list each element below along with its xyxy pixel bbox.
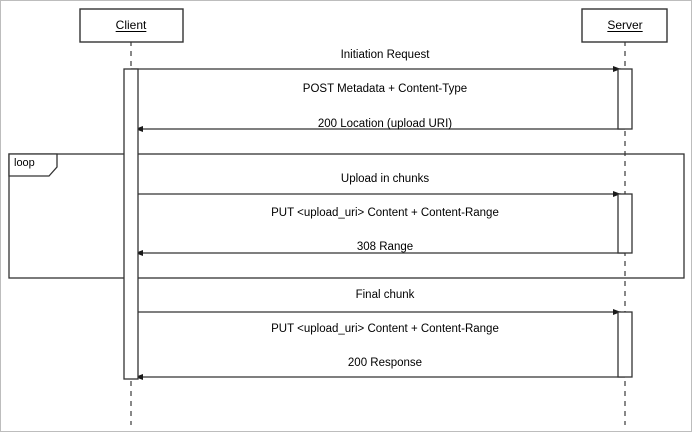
message-label-put-final: PUT <upload_uri> Content + Content-Range — [271, 323, 499, 335]
activation-bar-server-2 — [617, 193, 633, 254]
group-header-final-chunk: Final chunk — [355, 289, 415, 301]
loop-fragment-label: loop — [14, 157, 35, 169]
loop-fragment-tab — [8, 153, 58, 177]
participant-box-server[interactable] — [581, 8, 668, 43]
participant-label-client: Client — [115, 18, 147, 32]
group-header-upload-in-chunks: Upload in chunks — [340, 173, 430, 185]
participant-label-server: Server — [607, 18, 643, 32]
activation-bar-server-3 — [617, 311, 633, 378]
message-label-put-chunk: PUT <upload_uri> Content + Content-Range — [271, 207, 499, 219]
message-label-200-location: 200 Location (upload URI) — [317, 118, 453, 130]
message-label-200-response: 200 Response — [347, 357, 423, 369]
activation-bar-server-1 — [617, 68, 633, 130]
participant-box-client[interactable] — [79, 8, 184, 43]
message-label-post-metadata: POST Metadata + Content-Type — [302, 83, 468, 95]
activation-bar-client — [123, 68, 139, 380]
message-label-308-range: 308 Range — [356, 241, 414, 253]
group-header-initiation-request: Initiation Request — [340, 49, 430, 61]
loop-fragment-border — [8, 153, 685, 279]
